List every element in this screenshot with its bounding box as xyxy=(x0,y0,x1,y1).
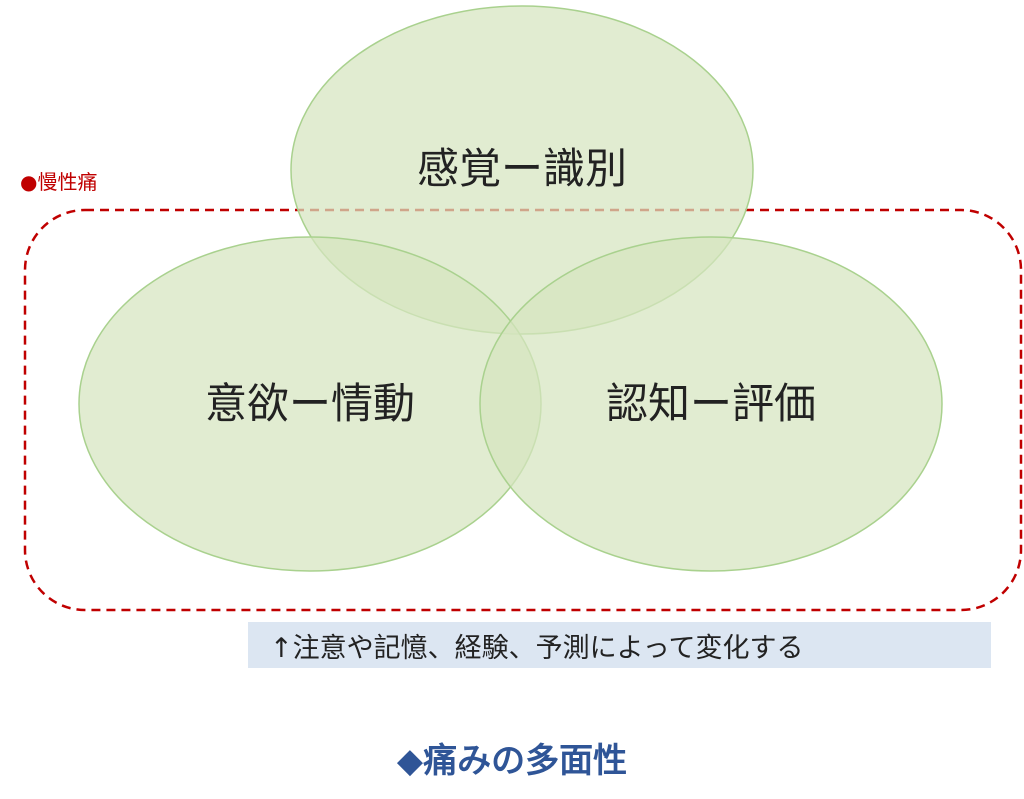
chronic-pain-label: ●慢性痛 xyxy=(20,170,98,194)
diagram-title: ◆痛みの多面性 xyxy=(396,741,628,781)
motivational-affective-label: 意欲ー情動 xyxy=(205,379,415,428)
modulation-note-text: ↑注意や記憶、経験、予測によって変化する xyxy=(270,632,804,664)
cognitive-evaluative-circle xyxy=(479,236,943,572)
cognitive-evaluative-label: 認知ー評価 xyxy=(606,379,816,428)
modulation-note: ↑注意や記憶、経験、予測によって変化する xyxy=(248,622,991,668)
sensory-discriminative-label: 感覚ー識別 xyxy=(417,144,627,193)
